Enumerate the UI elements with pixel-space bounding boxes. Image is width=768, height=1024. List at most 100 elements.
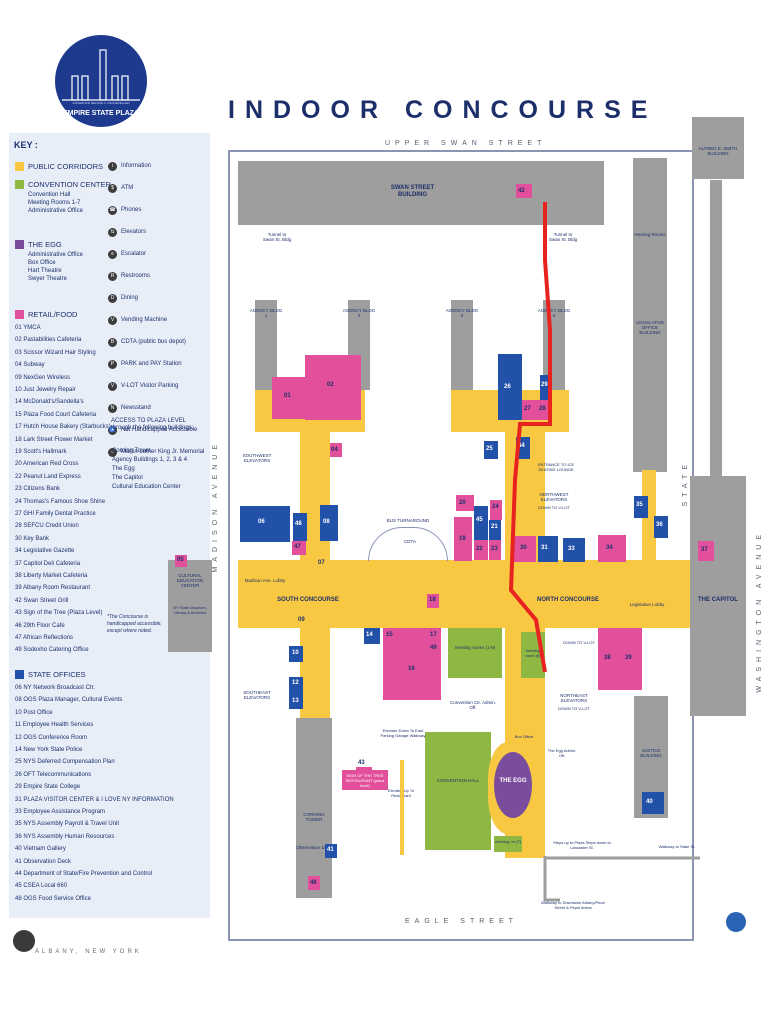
sign-of-tree-restaurant[interactable] bbox=[342, 770, 388, 790]
unit-24[interactable] bbox=[490, 500, 502, 520]
key-list-item: 43 Sign of the Tree (Plaza Level) bbox=[15, 610, 103, 617]
unit-14[interactable] bbox=[364, 628, 380, 644]
unit-31[interactable] bbox=[538, 536, 558, 562]
unit-16[interactable] bbox=[383, 628, 441, 700]
unit-26[interactable] bbox=[498, 354, 522, 420]
logo-text: EMPIRE STATE PLAZA bbox=[63, 110, 139, 117]
key-list-item: 36 NYS Assembly Human Resources bbox=[15, 833, 115, 840]
unit-num: 35 bbox=[636, 502, 643, 508]
footer-location: ALBANY, NEW YORK bbox=[35, 949, 142, 955]
key-list-item: 03 Scissor Wizard Hair Styling bbox=[15, 349, 96, 356]
legend-symbol-icon: ⇅ bbox=[108, 228, 117, 237]
unit-23[interactable] bbox=[489, 540, 501, 560]
key-state-offices-heading: STATE OFFICES bbox=[28, 670, 86, 679]
legend-symbol-label: CDTA (public bus depot) bbox=[121, 339, 186, 345]
unit-37[interactable] bbox=[698, 541, 714, 561]
legend-symbol-icon: i bbox=[108, 162, 117, 171]
unit-30[interactable] bbox=[514, 536, 536, 562]
unit-num: 37 bbox=[701, 547, 708, 553]
unit-45[interactable] bbox=[474, 506, 488, 540]
unit-27[interactable] bbox=[522, 400, 538, 420]
key-list-item: 09 NexGen Wireless bbox=[15, 374, 71, 381]
alfred-smith-building bbox=[692, 117, 744, 179]
convention-admin-label: Convention Ctr. Admin. Off. bbox=[449, 700, 497, 710]
unit-19[interactable] bbox=[454, 517, 472, 561]
unit-01[interactable] bbox=[272, 377, 306, 419]
logo-subtext: GOVERNOR NELSON A. ROCKEFELLER bbox=[72, 101, 130, 105]
unit-10[interactable] bbox=[289, 646, 303, 662]
unit-num: 34 bbox=[606, 545, 613, 551]
meeting-room-6-label: meeting room (6) bbox=[525, 648, 541, 658]
unit-48[interactable] bbox=[293, 513, 307, 541]
unit-06[interactable] bbox=[240, 506, 290, 542]
key-list-item: 27 GHI Family Dental Practice bbox=[15, 511, 96, 517]
unit-22[interactable] bbox=[474, 540, 488, 560]
unit-num: 23 bbox=[491, 546, 498, 552]
convention-swatch bbox=[15, 180, 24, 189]
observation-deck-label: Observation Deck bbox=[296, 845, 332, 850]
legend-symbol-label: Martin Luther King Jr. Memorial bbox=[121, 449, 205, 455]
convention-hall bbox=[425, 732, 491, 850]
unit-42[interactable] bbox=[516, 184, 532, 198]
unit-47[interactable] bbox=[292, 541, 306, 555]
key-list-item: 38 Liberty Market Cafeteria bbox=[15, 573, 88, 579]
unit-35[interactable] bbox=[634, 496, 648, 518]
key-list-item: 11 Employee Health Services bbox=[15, 722, 94, 729]
legend-symbol-icon: ≡ bbox=[108, 250, 117, 259]
unit-25[interactable] bbox=[484, 441, 498, 459]
unit-34[interactable] bbox=[598, 535, 626, 562]
unit-02[interactable] bbox=[305, 355, 361, 420]
unit-num: 30 bbox=[520, 545, 527, 551]
unit-33[interactable] bbox=[563, 538, 585, 562]
tunnel-right-label: Tunnel to Swan St. Bldg bbox=[548, 232, 578, 242]
unit-num: 14 bbox=[366, 632, 373, 638]
agency-bldg-3 bbox=[451, 300, 473, 390]
southeast-elevators-label: SOUTHEAST ELEVATORS bbox=[243, 690, 271, 700]
unit-05[interactable] bbox=[175, 555, 187, 567]
legend-symbol-label: V-LOT Visitor Parking bbox=[121, 383, 179, 389]
unit-18[interactable] bbox=[427, 594, 439, 608]
egg-swatch bbox=[15, 240, 24, 249]
unit-08[interactable] bbox=[320, 505, 338, 541]
legend-symbol-icon: ♿ bbox=[108, 426, 117, 435]
unit-39[interactable] bbox=[620, 628, 642, 690]
unit-num: 17 bbox=[430, 632, 437, 638]
unit-46[interactable] bbox=[308, 876, 320, 890]
northwest-elevators-label: NORTHWEST ELEVATORS bbox=[539, 492, 569, 502]
unit-num: 44 bbox=[518, 443, 525, 449]
key-list-item: 39 Albany Room Restaurant bbox=[15, 585, 91, 592]
unit-38[interactable] bbox=[598, 628, 620, 690]
walkway-state-label: Walkway to State St. bbox=[658, 844, 696, 849]
unit-num: 19 bbox=[459, 536, 466, 542]
meeting-room-7-label: meeting rm (7) bbox=[494, 839, 521, 844]
unit-36[interactable] bbox=[654, 516, 668, 538]
key-item: Swyer Theatre bbox=[28, 276, 67, 282]
agency-1-label: AGENCY BLDG 1 bbox=[249, 308, 283, 318]
unit-20[interactable] bbox=[456, 495, 474, 511]
key-list-item: 41 Observation Deck bbox=[15, 858, 72, 865]
unit-num: 12 bbox=[292, 680, 299, 686]
unit-num: 18 bbox=[429, 597, 436, 603]
steps-plaza-label: Steps up to Plaza Steps down to Lancaste… bbox=[553, 840, 611, 850]
unit-13[interactable] bbox=[289, 695, 303, 709]
tunnel-left-label: Tunnel to Swan St. Bldg bbox=[262, 232, 292, 242]
unit-num: 21 bbox=[491, 524, 498, 530]
unit-41[interactable] bbox=[325, 844, 337, 858]
egg-admin-label: The Egg Admin. Off. bbox=[547, 748, 577, 758]
unit-04[interactable] bbox=[330, 443, 342, 457]
unit-21[interactable] bbox=[489, 520, 501, 540]
legend-symbol-icon: R bbox=[108, 272, 117, 281]
unit-40[interactable] bbox=[642, 792, 664, 814]
unit-num: 13 bbox=[292, 698, 299, 704]
legend-symbol-label: Vending Machine bbox=[121, 317, 168, 323]
unit-num: 29 bbox=[541, 382, 548, 388]
unit-12[interactable] bbox=[289, 677, 303, 695]
cdta-label: CDTA bbox=[404, 539, 416, 544]
key-list-item: 35 NYS Assembly Payroll & Travel Unit bbox=[15, 821, 120, 828]
legend-symbol-label: ATM bbox=[121, 185, 134, 191]
key-item: Meeting Rooms 1-7 bbox=[28, 200, 81, 206]
agency-3-label: AGENCY BLDG 3 bbox=[445, 308, 479, 318]
corridor-legislative bbox=[642, 470, 656, 562]
unit-num: 47 bbox=[294, 544, 301, 550]
